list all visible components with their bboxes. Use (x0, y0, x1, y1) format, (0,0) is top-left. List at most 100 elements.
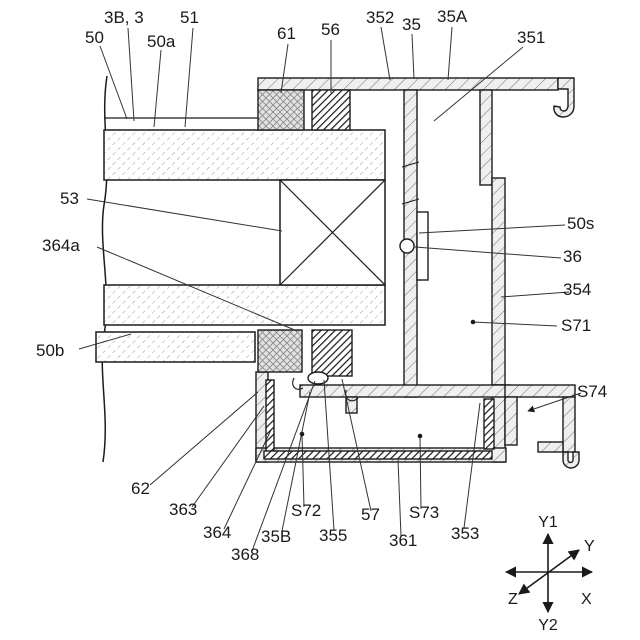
leader-3b3 (127, 27, 135, 122)
bottom-rail-shelf (299, 384, 511, 398)
label-368: 368 (231, 545, 259, 564)
setting-plate-361 (263, 450, 493, 460)
leader-50 (99, 45, 128, 120)
label-62: 62 (131, 479, 150, 498)
label-35B: 35B (261, 527, 291, 546)
jamb-lower (491, 177, 506, 386)
leader-S72 (301, 433, 305, 508)
leader-50s (418, 224, 566, 234)
label-353: 353 (451, 524, 479, 543)
top-rail-hook (553, 77, 575, 118)
axis-label-y: Y (584, 538, 595, 555)
leader-363 (191, 405, 265, 508)
engagement-plate (416, 211, 429, 281)
glass-pane-lower (95, 331, 256, 363)
label-S71: S71 (561, 316, 591, 335)
label-364a: 364a (42, 236, 80, 255)
label-364: 364 (203, 523, 231, 542)
leader-354 (500, 291, 570, 298)
leader-364 (223, 429, 272, 530)
label-354: 354 (563, 280, 591, 299)
leader-61 (280, 43, 289, 94)
dot-S71 (470, 319, 476, 325)
bead-368 (307, 371, 329, 385)
label-S73: S73 (409, 503, 439, 522)
leader-352 (380, 26, 391, 81)
leader-35B (281, 391, 311, 532)
label-3b3: 3B, 3 (104, 8, 144, 27)
leader-50b (78, 333, 132, 350)
leader-35A (447, 26, 453, 81)
label-53: 53 (60, 189, 79, 208)
pocket-right-wall (562, 396, 576, 453)
leader-353 (463, 402, 481, 529)
packing-bar-353 (483, 398, 495, 450)
setting-strip-364 (265, 379, 275, 453)
axis-label-x: X (581, 591, 592, 608)
reference-labels: 3B, 3 50 50a 51 61 56 352 35 35A 351 53 … (36, 7, 607, 564)
leader-361 (397, 459, 402, 537)
label-355: 355 (319, 526, 347, 545)
label-361: 361 (389, 531, 417, 550)
label-35A: 35A (437, 7, 468, 26)
gasket-hook-left (292, 377, 304, 390)
leader-36 (414, 246, 562, 259)
mullion-tick-2 (401, 198, 420, 205)
leader-50a (153, 49, 162, 128)
fastener-hole (399, 238, 415, 254)
label-S74: S74 (577, 382, 607, 401)
label-50b: 50b (36, 341, 64, 360)
label-352: 352 (366, 8, 394, 27)
dot-S73 (417, 433, 423, 439)
leader-57 (341, 378, 372, 512)
axis-diagonal (518, 549, 580, 595)
leader-364a (96, 246, 298, 332)
bottom-rail-hook (562, 451, 580, 469)
label-50: 50 (85, 28, 104, 47)
label-50a: 50a (147, 32, 176, 51)
top-rail (257, 77, 559, 91)
seal-block-62 (257, 329, 303, 373)
seal-block-355 (311, 329, 353, 377)
leader-lines (78, 26, 582, 552)
leader-62 (149, 391, 259, 486)
axis-label-y2: Y2 (538, 617, 558, 634)
label-51: 51 (180, 8, 199, 27)
leader-S74 (527, 392, 582, 413)
spacer-cross (279, 179, 386, 286)
axis-label-z: Z (508, 591, 518, 608)
leader-368 (251, 380, 316, 552)
mullion-tick-1 (401, 161, 420, 168)
chamber-divider (345, 396, 358, 414)
leader-S73 (419, 435, 422, 510)
leader-S71 (472, 321, 558, 327)
axis-label-y1: Y1 (538, 514, 558, 531)
label-363: 363 (169, 500, 197, 519)
leader-51 (184, 27, 194, 128)
label-35: 35 (402, 15, 421, 34)
label-50s: 50s (567, 214, 594, 233)
leader-53 (86, 198, 283, 232)
gasket-hook-right (345, 389, 359, 402)
glass-pane-middle (103, 284, 386, 326)
label-61: 61 (277, 24, 296, 43)
leader-355 (323, 379, 335, 531)
label-56: 56 (321, 20, 340, 39)
seal-block-61 (257, 89, 305, 131)
seal-block-56 (311, 89, 351, 131)
axis-indicator: Y1 Y2 Y X Z (504, 514, 595, 634)
label-57: 57 (361, 505, 380, 524)
dot-S72 (299, 431, 305, 437)
label-351: 351 (517, 28, 545, 47)
jamb-upper (479, 89, 493, 186)
label-36: 36 (563, 247, 582, 266)
pocket-left-wall (504, 396, 518, 446)
leader-35 (411, 33, 415, 80)
pocket-bottom-hook (537, 441, 564, 453)
leader-351 (433, 46, 524, 122)
pocket-top (504, 384, 576, 398)
frame-group (255, 77, 580, 469)
glass-pane-upper (103, 129, 386, 181)
